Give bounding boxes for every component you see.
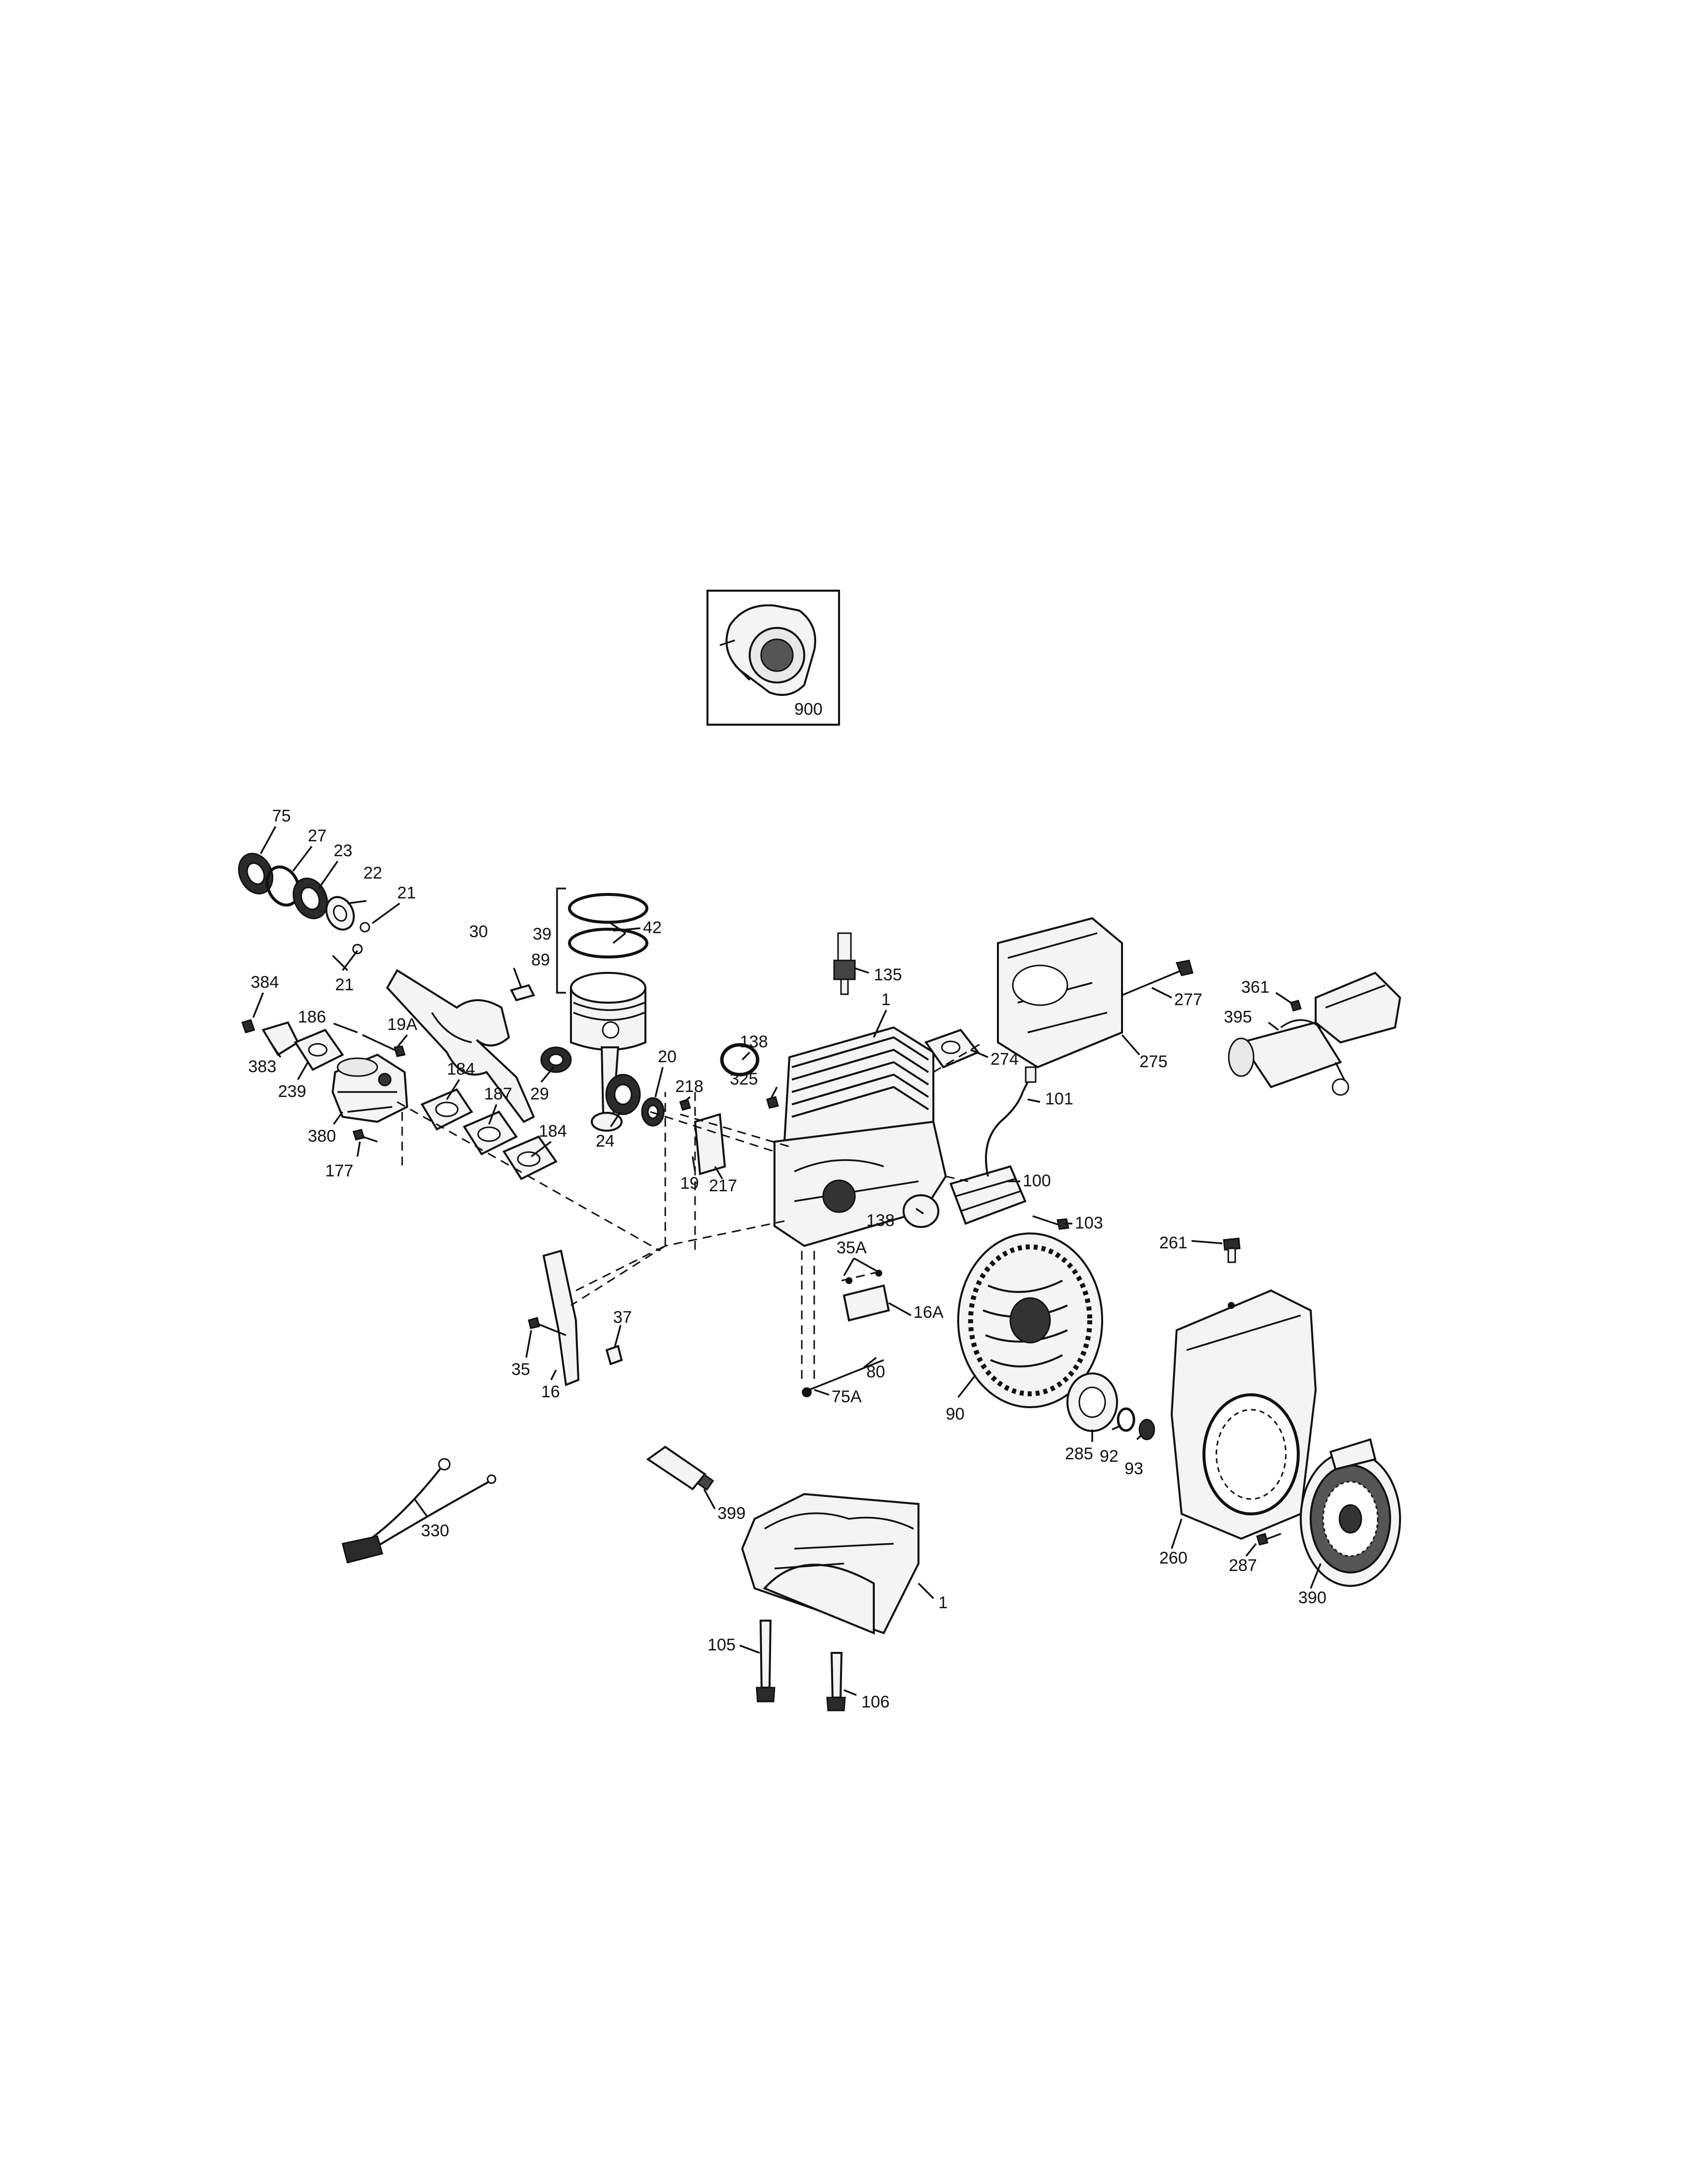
- flywheel-group: [957, 1232, 1155, 1440]
- callout-274: 274: [990, 1050, 1019, 1069]
- wire-harness-group: [342, 1458, 496, 1564]
- callout-39: 39: [533, 925, 552, 944]
- inset-box: 900: [706, 590, 840, 726]
- electric-starter-group: [1228, 971, 1402, 1096]
- callout-900: 900: [794, 700, 823, 719]
- callout-30: 30: [469, 922, 488, 941]
- callout-275: 275: [1139, 1052, 1168, 1071]
- callout-330: 330: [421, 1521, 449, 1540]
- callout-21: 21: [397, 884, 416, 902]
- callout-261: 261: [1159, 1233, 1188, 1252]
- callout-285: 285: [1065, 1444, 1093, 1463]
- callout-24: 24: [596, 1132, 615, 1151]
- callout-138: 138: [740, 1032, 768, 1051]
- callout-16A: 16A: [914, 1303, 944, 1322]
- piston-group: [556, 887, 665, 1132]
- callout-138-lower: 138: [866, 1211, 895, 1230]
- callout-27: 27: [308, 826, 327, 845]
- callout-20: 20: [658, 1047, 677, 1066]
- callout-361: 361: [1241, 978, 1269, 997]
- callout-218: 218: [675, 1077, 703, 1096]
- leader-lines: [252, 826, 1322, 1696]
- governor-lever-group: [528, 1249, 623, 1386]
- ignition-module-group: [949, 1066, 1069, 1230]
- callout-325: 325: [730, 1070, 758, 1089]
- callout-19: 19: [680, 1174, 699, 1193]
- callout-101: 101: [1045, 1090, 1073, 1108]
- governor-group: [802, 1270, 890, 1397]
- callout-384: 384: [251, 973, 279, 992]
- callout-106: 106: [861, 1693, 890, 1711]
- callout-217: 217: [709, 1176, 737, 1195]
- callout-100: 100: [1023, 1171, 1051, 1190]
- callout-29: 29: [530, 1085, 549, 1103]
- callout-93: 93: [1125, 1459, 1143, 1478]
- inset-engine-illustration: [719, 604, 816, 696]
- callout-19A: 19A: [387, 1015, 418, 1034]
- callout-1-lower: 1: [938, 1593, 948, 1612]
- callout-187: 187: [484, 1085, 512, 1103]
- callout-89: 89: [531, 951, 550, 969]
- callout-35A: 35A: [837, 1238, 867, 1257]
- callout-105: 105: [707, 1636, 736, 1654]
- callout-184: 184: [447, 1060, 475, 1079]
- callout-92: 92: [1100, 1447, 1119, 1466]
- callout-80: 80: [866, 1363, 885, 1381]
- callout-90: 90: [946, 1405, 965, 1424]
- callout-75A: 75A: [832, 1387, 862, 1406]
- callout-35: 35: [511, 1360, 530, 1379]
- blower-housing-group: [1170, 1237, 1317, 1546]
- callout-186: 186: [298, 1008, 326, 1026]
- callout-42: 42: [643, 918, 662, 937]
- callout-135: 135: [874, 965, 902, 984]
- callout-23: 23: [334, 841, 352, 860]
- callout-395: 395: [1224, 1008, 1252, 1026]
- callout-390: 390: [1298, 1588, 1327, 1607]
- callout-260: 260: [1159, 1549, 1188, 1568]
- callout-184-second: 184: [539, 1122, 567, 1141]
- callout-287: 287: [1229, 1556, 1257, 1575]
- muffler-group: [924, 917, 1194, 1069]
- callout-1: 1: [881, 990, 891, 1009]
- carburetor-group: [241, 1019, 558, 1180]
- callout-75: 75: [272, 807, 291, 825]
- lubricant-tube-group: [646, 1445, 714, 1491]
- cylinder-group: [679, 932, 947, 1247]
- callout-277: 277: [1174, 990, 1202, 1009]
- callout-103: 103: [1075, 1214, 1103, 1232]
- callout-37: 37: [613, 1308, 632, 1327]
- callout-177: 177: [325, 1161, 353, 1180]
- callout-380: 380: [308, 1127, 336, 1146]
- callout-383: 383: [248, 1057, 277, 1076]
- callout-labels: 75 27 23 22 21 21 30 39 42 89 384 186 19…: [248, 807, 1327, 1711]
- recoil-starter-group: [1300, 1438, 1401, 1587]
- callout-239: 239: [278, 1082, 306, 1101]
- callout-22: 22: [363, 864, 382, 883]
- lower-crankcase-group: [741, 1493, 919, 1711]
- callout-399: 399: [717, 1504, 746, 1523]
- callout-16: 16: [541, 1382, 560, 1401]
- callout-21-lower: 21: [335, 975, 354, 994]
